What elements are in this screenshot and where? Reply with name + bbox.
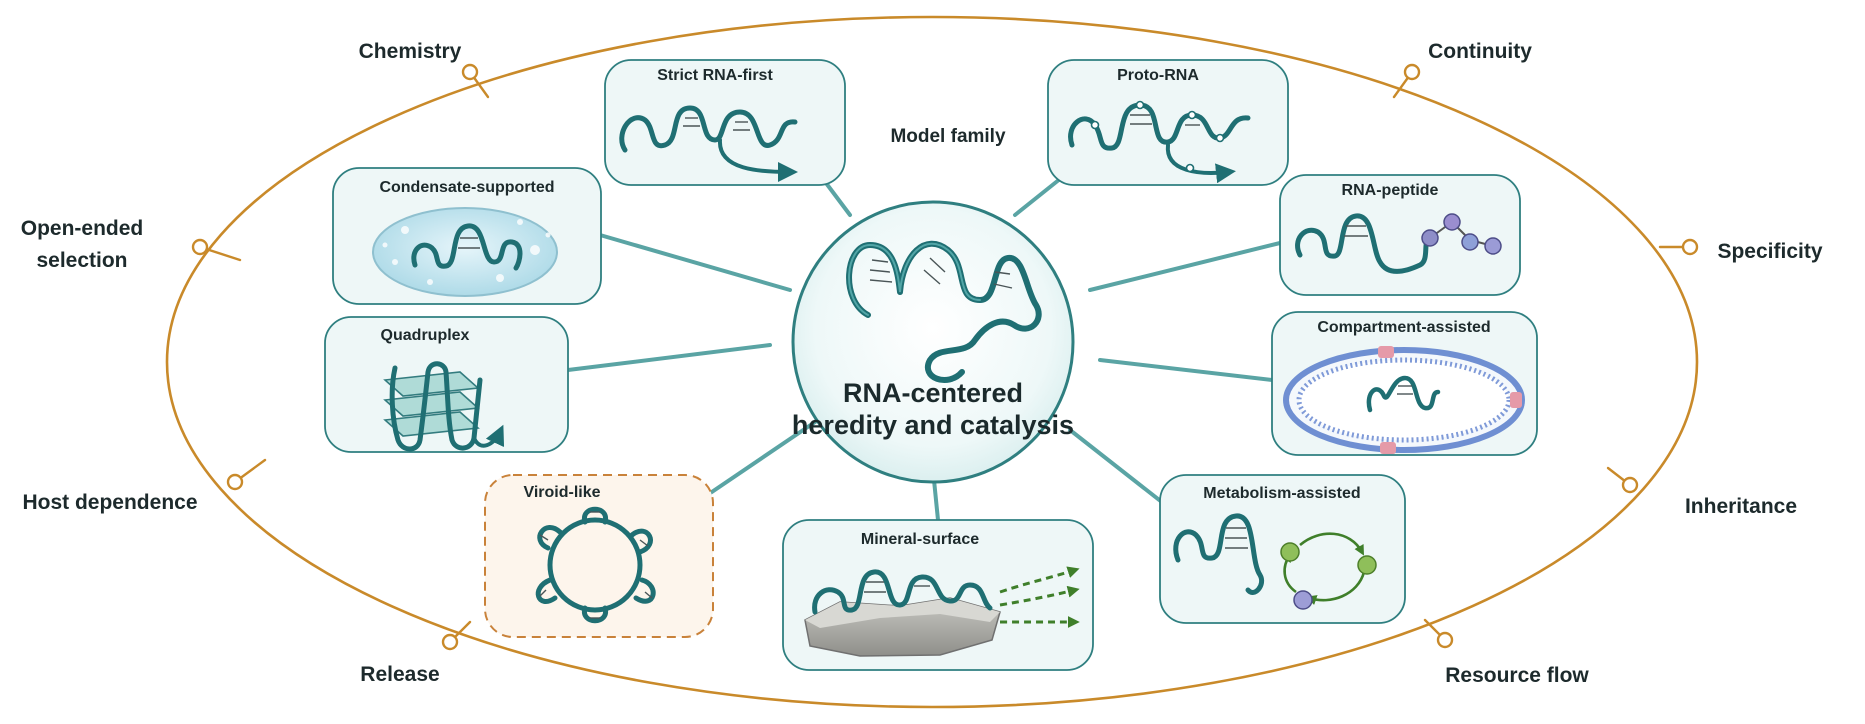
- trait-label-specificity: Specificity: [1717, 240, 1822, 263]
- rna-strand-with-arrow-icon: [619, 105, 798, 182]
- g-quadruplex-icon: [383, 361, 505, 452]
- model-card-quadruplex: Quadruplex: [324, 316, 569, 453]
- trait-label-host-dependence: Host dependence: [22, 491, 197, 514]
- trait-knob-specificity: [1658, 238, 1699, 256]
- circular-rna-icon: [535, 506, 656, 624]
- model-label-rna-peptide: RNA-peptide: [1342, 182, 1439, 199]
- center-hub: RNA-centered heredity and catalysis: [791, 200, 1075, 484]
- model-card-rna-peptide: RNA-peptide: [1279, 174, 1521, 296]
- mineral-rock-icon: [804, 566, 1080, 657]
- spokes: [566, 173, 1282, 522]
- trait-label-resource-flow: Resource flow: [1445, 664, 1589, 687]
- model-card-condensate-supported: Condensate-supported: [332, 167, 602, 305]
- folded-rna-strand-icon: [846, 240, 1042, 383]
- center-title-line1: RNA-centered: [843, 378, 1023, 408]
- model-label-metabolism-assisted: Metabolism-assisted: [1203, 485, 1360, 502]
- trait-knob-chemistry: [461, 63, 490, 99]
- condensate-droplet-icon: [372, 207, 558, 297]
- trait-knob-host-dependence: [226, 458, 267, 491]
- peptide-beads: [1421, 213, 1502, 255]
- trait-knob-release: [441, 620, 472, 651]
- model-label-viroid-like: Viroid-like: [523, 484, 600, 501]
- model-label-quadruplex: Quadruplex: [381, 327, 470, 344]
- trait-knob-open-ended-selection: [191, 238, 242, 262]
- trait-knob-resource-flow: [1423, 618, 1454, 649]
- center-title-line2: heredity and catalysis: [792, 410, 1074, 440]
- metabolic-cycle-icon: [1173, 513, 1377, 610]
- rna-with-peptide-beads-icon: [1295, 213, 1502, 274]
- model-card-compartment-assisted: Compartment-assisted: [1271, 311, 1538, 456]
- trait-label-continuity: Continuity: [1428, 40, 1532, 63]
- trait-label-chemistry: Chemistry: [359, 40, 462, 63]
- trait-ring: [165, 15, 1699, 709]
- model-card-viroid-like: Viroid-like: [484, 474, 714, 638]
- model-card-metabolism-assisted: Metabolism-assisted: [1159, 474, 1406, 624]
- model-family-label: Model family: [890, 126, 1006, 147]
- trait-label-open-ended-line2: selection: [36, 249, 127, 272]
- trait-knob-inheritance: [1606, 466, 1639, 494]
- model-card-mineral-surface: Mineral-surface: [782, 519, 1094, 671]
- trait-label-release: Release: [360, 663, 439, 686]
- trait-label-open-ended-line1: Open-ended: [21, 217, 144, 240]
- model-label-compartment-assisted: Compartment-assisted: [1317, 319, 1490, 336]
- model-label-proto-rna: Proto-RNA: [1117, 67, 1199, 84]
- vesicle-membrane-icon: [1283, 346, 1525, 454]
- model-card-strict-rna-first: Strict RNA-first: [604, 59, 846, 186]
- proto-rna-strand-icon: [1068, 100, 1251, 184]
- model-label-mineral-surface: Mineral-surface: [861, 531, 979, 548]
- model-card-proto-rna: Proto-RNA: [1047, 59, 1289, 186]
- model-label-strict-rna-first: Strict RNA-first: [657, 67, 773, 84]
- trait-knob-continuity: [1392, 63, 1421, 99]
- trait-label-inheritance: Inheritance: [1685, 495, 1797, 518]
- model-label-condensate-supported: Condensate-supported: [379, 179, 554, 196]
